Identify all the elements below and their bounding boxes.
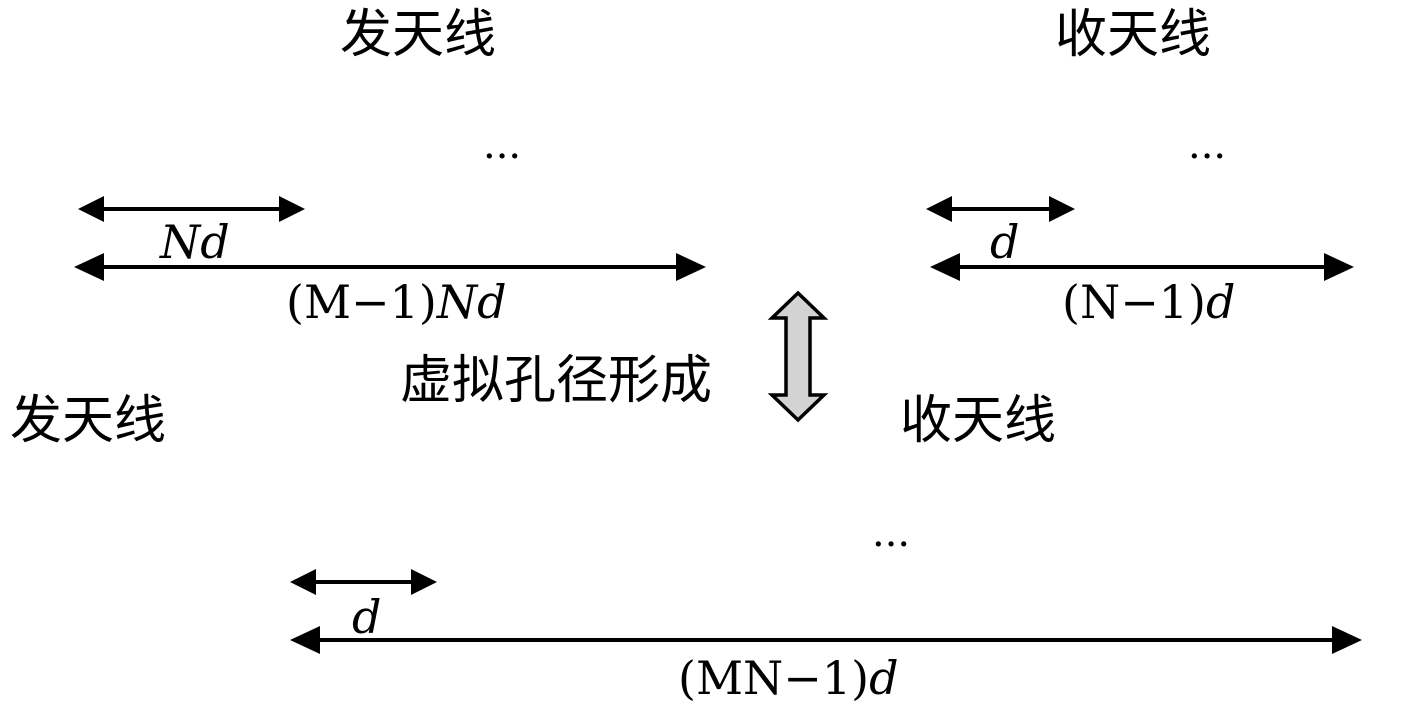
bottom-spacing-label: d [352, 590, 381, 644]
antenna-icon [246, 460, 334, 588]
top-tx-ellipsis: ··· [483, 134, 521, 180]
antenna-icon [391, 460, 479, 588]
antenna-icon [1163, 467, 1251, 595]
bottom-span-arrow [290, 626, 1362, 654]
bottom-span-label: (MN−1)d [678, 651, 899, 705]
antenna-icon [1029, 90, 1117, 218]
top-tx-spacing-arrow [78, 196, 305, 222]
bottom-spacing-arrow [290, 569, 437, 595]
antenna-icon [1018, 467, 1106, 595]
top-tx-span-label: (M−1)Nd [286, 275, 507, 329]
antenna-icon [1316, 467, 1404, 595]
bottom-tx-title: 发天线 [10, 391, 166, 451]
double-arrow-icon [767, 290, 829, 423]
antenna-icon [884, 90, 972, 218]
antenna-icon [1308, 90, 1396, 218]
top-rx-title: 收天线 [1055, 5, 1211, 65]
top-tx-spacing-label: Nd [159, 215, 230, 269]
top-rx-span-arrow [930, 253, 1354, 281]
antenna-icon [36, 86, 124, 214]
antenna-icon [46, 457, 134, 585]
top-rx-span-label: (N−1)d [1062, 275, 1235, 329]
top-rx-ellipsis: ··· [1188, 134, 1226, 180]
top-rx-spacing-arrow [926, 196, 1075, 222]
antenna-icon [679, 462, 767, 590]
bottom-ellipsis: ··· [872, 522, 910, 568]
antenna-icon [261, 86, 349, 214]
virtual-aperture-label: 虚拟孔径形成 [400, 351, 712, 411]
antenna-icon [656, 86, 744, 214]
top-tx-title: 发天线 [340, 5, 496, 65]
top-tx-span-arrow [74, 253, 706, 281]
bottom-rx-title: 收天线 [900, 391, 1056, 451]
top-rx-spacing-label: d [990, 215, 1019, 269]
antenna-icon [534, 457, 622, 585]
